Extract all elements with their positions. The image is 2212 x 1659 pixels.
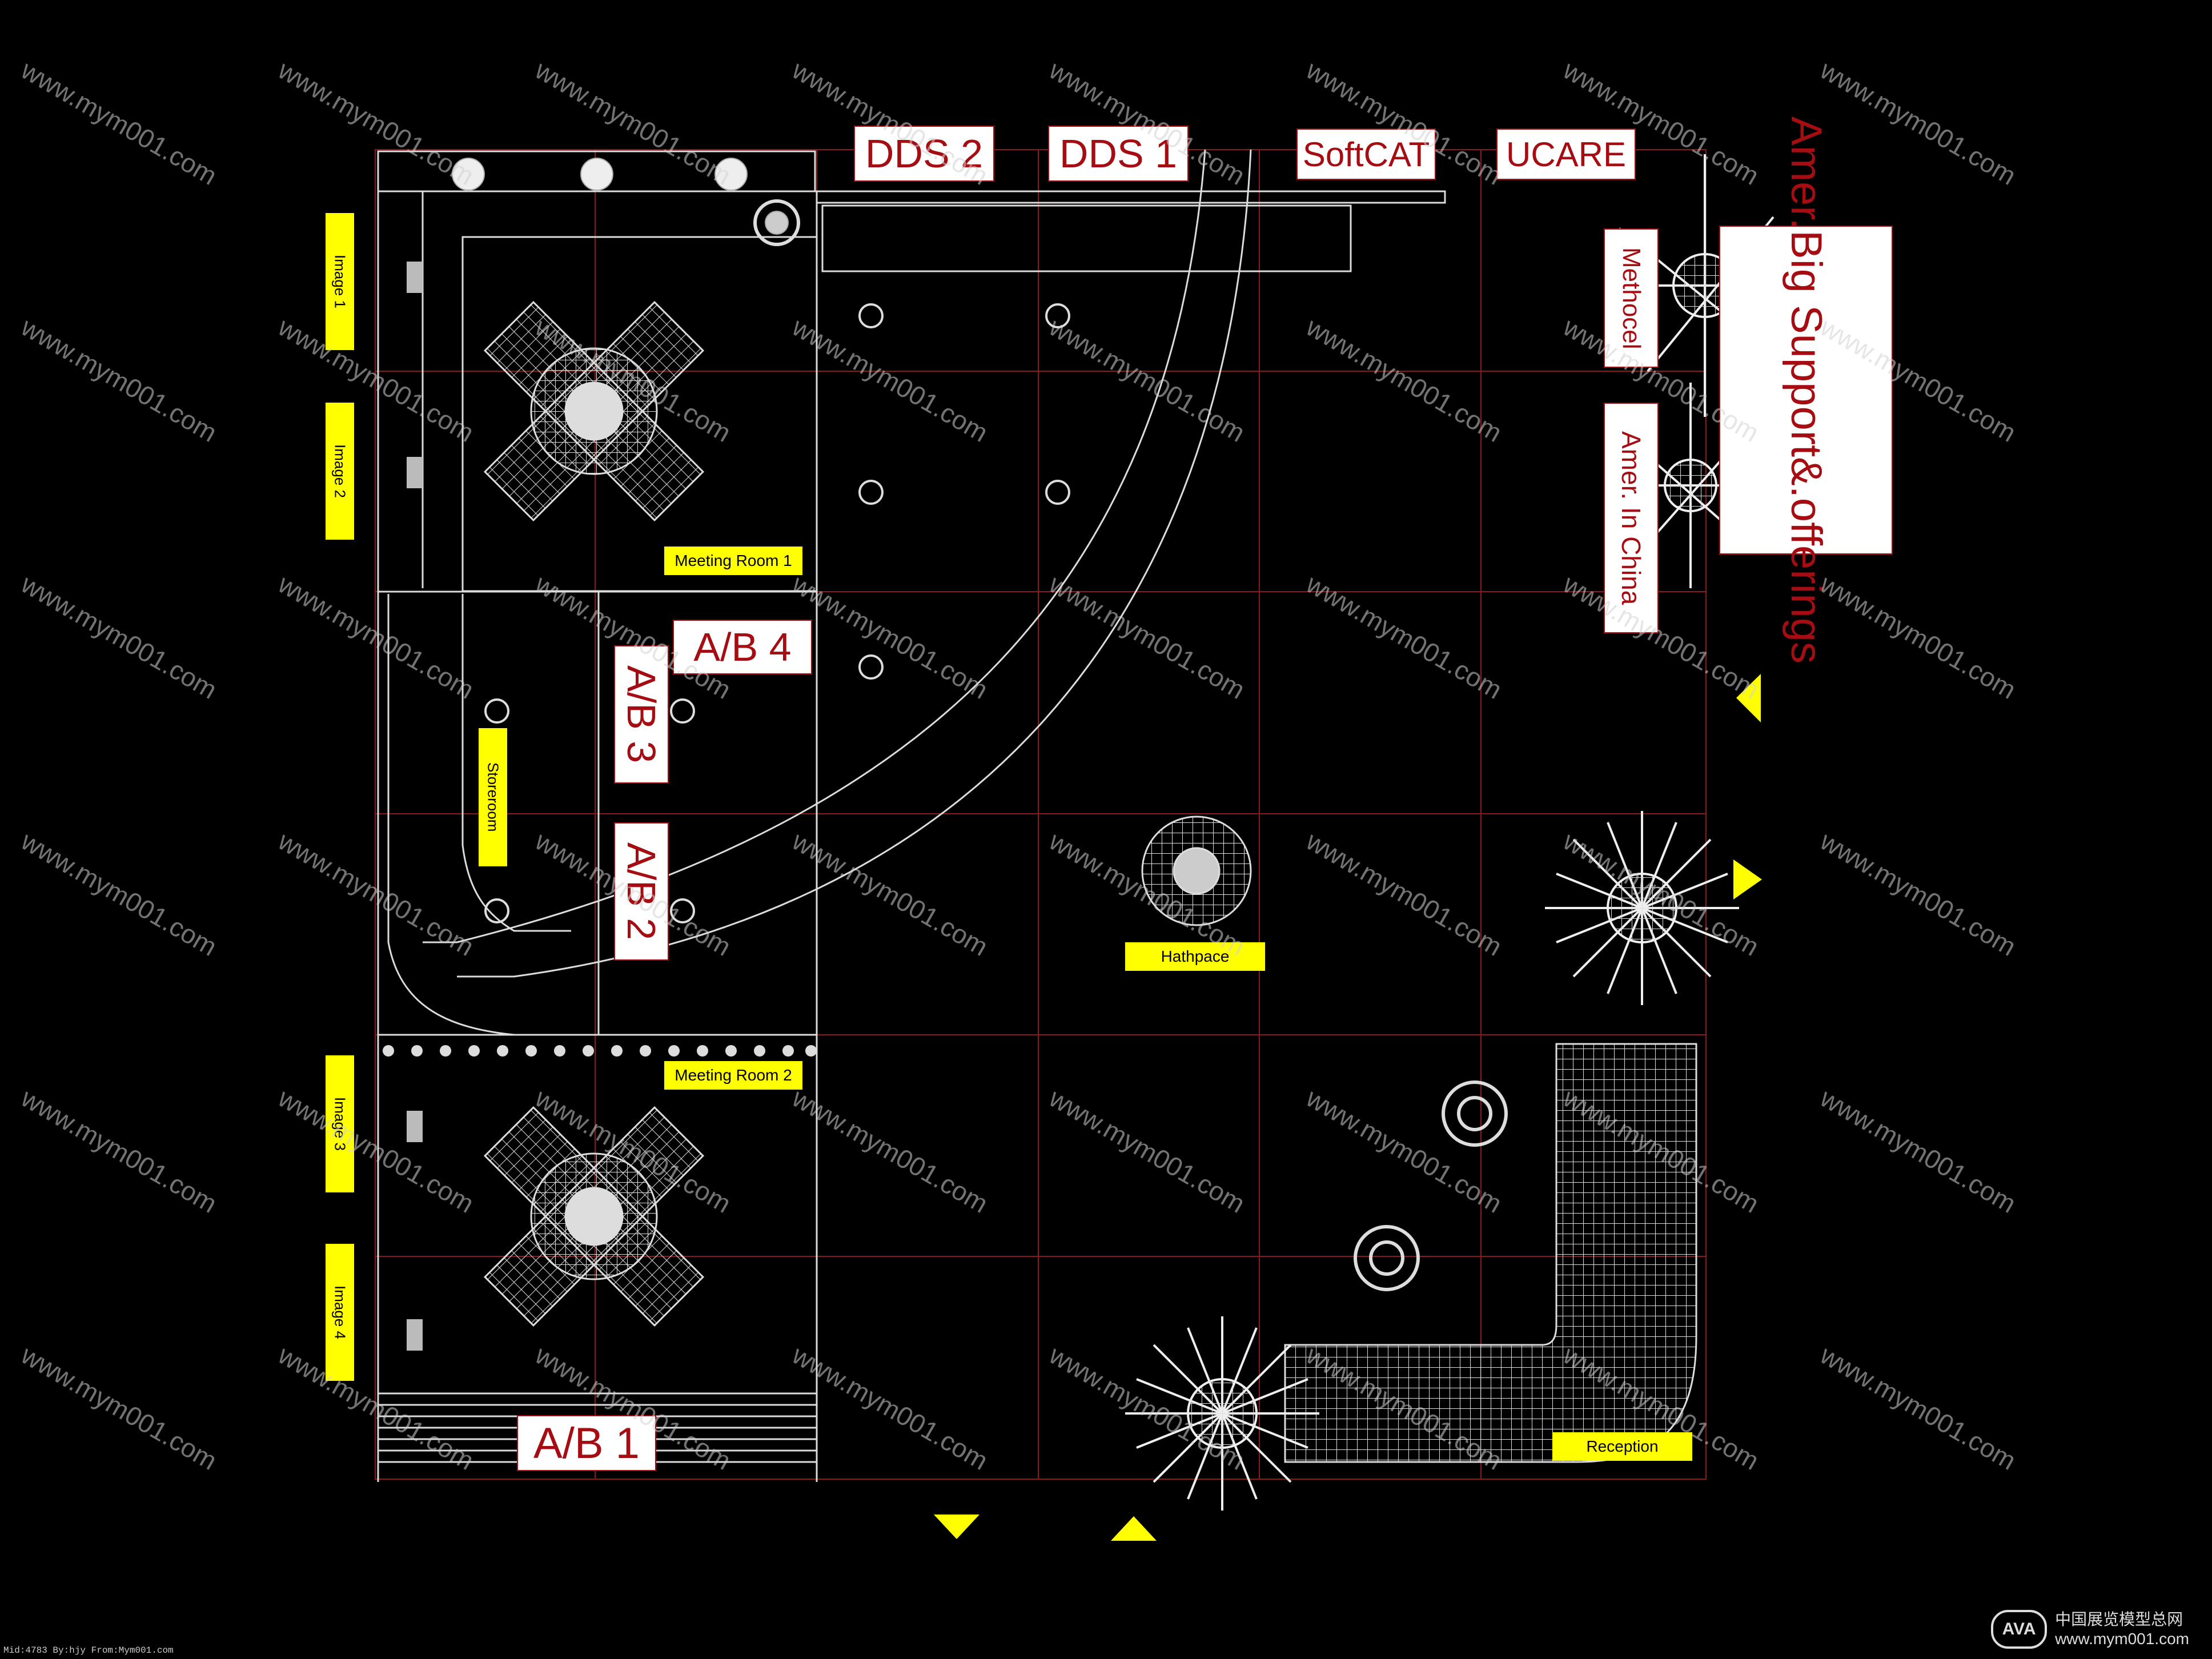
booth-label-ab1: A/B 1 bbox=[517, 1415, 656, 1471]
meeting-table-1 bbox=[483, 300, 705, 522]
booth-label-amer-in-china: Amer. In China bbox=[1604, 403, 1659, 633]
label-storeroom: Storeroom bbox=[479, 728, 507, 866]
label-image-2: Image 2 bbox=[326, 403, 354, 540]
booth-label-ab2: A/B 2 bbox=[614, 822, 669, 961]
booth-label-amer-big-support: Amer. Big Support &.offerings bbox=[1719, 117, 1893, 664]
brand-logo-icon: AVA bbox=[1991, 1610, 2048, 1649]
label-meeting-room-1: Meeting Room 1 bbox=[664, 547, 802, 575]
entrance-arrows bbox=[934, 674, 1762, 1541]
label-image-4: Image 4 bbox=[326, 1244, 354, 1381]
label-meeting-room-2: Meeting Room 2 bbox=[664, 1061, 802, 1090]
booth-label-ab4: A/B 4 bbox=[673, 620, 812, 674]
brand-url: www.mym001.com bbox=[2055, 1630, 2189, 1648]
booth-label-methocel: Methocel bbox=[1604, 228, 1659, 368]
booth-label-softcat: SoftCAT bbox=[1296, 128, 1436, 180]
plant-icons bbox=[1125, 154, 1775, 1511]
booth-label-ucare: UCARE bbox=[1496, 128, 1636, 180]
wall-screens bbox=[407, 262, 423, 1351]
reception-stools bbox=[1354, 1080, 1508, 1291]
label-image-1: Image 1 bbox=[326, 213, 354, 350]
hathpace-object bbox=[1141, 816, 1252, 926]
spotlights bbox=[452, 158, 800, 246]
meeting-room-2-lights bbox=[383, 1045, 817, 1057]
brand-name: 中国展览模型总网 bbox=[2055, 1610, 2183, 1629]
amer-big-line1: Amer. bbox=[1781, 117, 1830, 230]
booth-label-ab3: A/B 3 bbox=[614, 645, 669, 784]
footer-meta: Mid:4783 By:hjy From:Mym001.com bbox=[3, 1645, 174, 1656]
label-reception: Reception bbox=[1552, 1432, 1692, 1461]
wall-structure bbox=[377, 150, 1446, 1482]
amer-big-line3: &.offerings bbox=[1781, 456, 1830, 664]
column-circles bbox=[484, 303, 1070, 923]
booth-label-dds2: DDS 2 bbox=[854, 126, 994, 182]
meeting-table-2 bbox=[483, 1106, 705, 1327]
booth-label-dds1: DDS 1 bbox=[1048, 126, 1189, 182]
amer-big-line2: Big Support bbox=[1781, 230, 1830, 457]
footer-brand: AVA 中国展览模型总网 www.mym001.com bbox=[1991, 1610, 2189, 1649]
label-hathpace: Hathpace bbox=[1125, 942, 1265, 971]
label-image-3: Image 3 bbox=[326, 1055, 354, 1192]
